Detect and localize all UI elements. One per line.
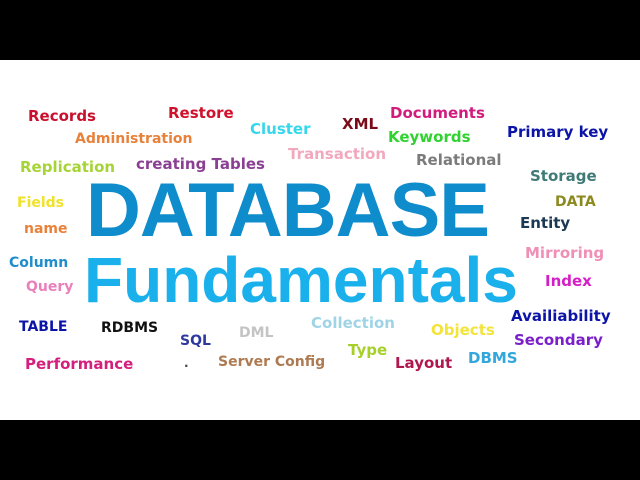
word-replication: Replication [20,158,116,176]
word-type: Type [348,341,388,359]
title-database: DATABASE [86,168,490,253]
word-relational: Relational [416,151,502,169]
word-query: Query [26,279,74,295]
word-records: Records [28,107,96,125]
word-primary-key: Primary key [507,123,609,141]
word-dml: DML [239,325,274,341]
word-objects: Objects [431,321,495,339]
word-secondary: Secondary [514,331,603,349]
word-collection: Collection [311,314,395,332]
word-dot: . [184,356,189,370]
word-availiability: Availiability [511,307,611,325]
word-creating-tables: creating Tables [136,155,265,173]
word-restore: Restore [168,104,234,122]
word-sql: SQL [180,333,211,349]
word-transaction: Transaction [288,145,387,163]
word-keywords: Keywords [388,128,471,146]
word-fields: Fields [17,195,65,211]
word-storage: Storage [530,167,597,185]
word-documents: Documents [390,104,485,122]
word-server-config: Server Config [218,354,326,370]
word-column: Column [9,255,69,271]
title-fundamentals: Fundamentals [84,244,518,316]
word-name: name [24,221,68,237]
word-data: DATA [555,194,596,210]
word-index: Index [545,272,592,290]
word-cluster: Cluster [250,120,311,138]
word-cloud-canvas: DATABASE Fundamentals Records Restore Ad… [0,60,640,420]
word-mirroring: Mirroring [525,244,605,262]
word-layout: Layout [395,354,453,372]
word-table: TABLE [19,319,68,335]
word-performance: Performance [25,355,134,373]
word-rdbms: RDBMS [101,320,159,336]
word-entity: Entity [520,214,571,232]
word-xml: XML [342,115,379,133]
word-dbms: DBMS [468,349,518,367]
word-administration: Administration [75,131,193,147]
